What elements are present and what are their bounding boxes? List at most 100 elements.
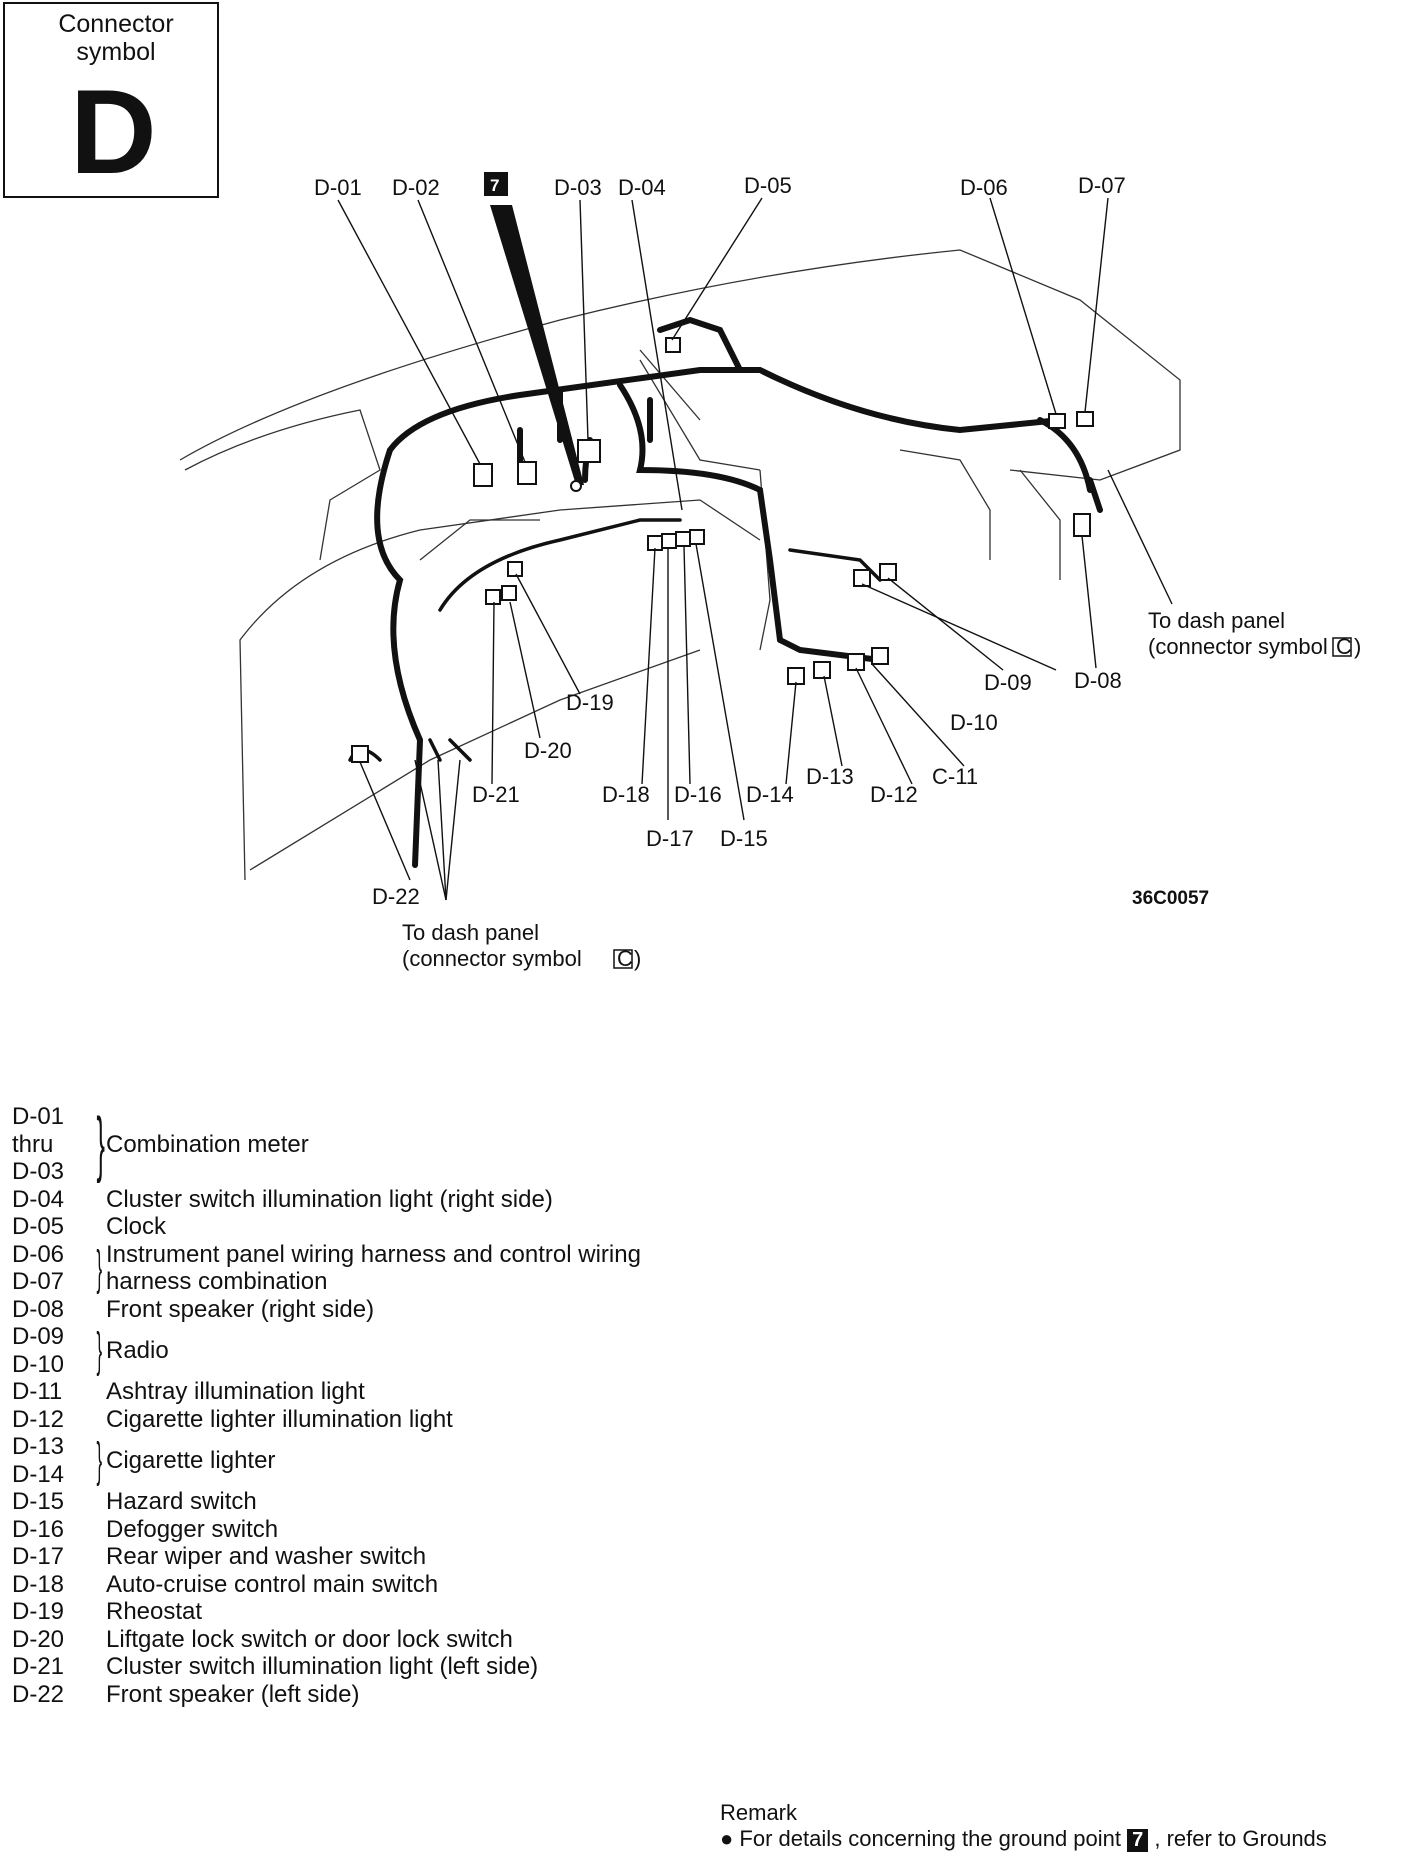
legend-code: D-04 xyxy=(12,1185,65,1213)
legend-row: D-05 Clock xyxy=(12,1213,641,1241)
label-d20: D-20 xyxy=(524,738,572,763)
legend-row: D-20 Liftgate lock switch or door lock sw… xyxy=(12,1626,641,1654)
legend-row: D-04 Cluster switch illumination light (r… xyxy=(12,1186,641,1214)
legend-description: Defogger switch xyxy=(106,1515,279,1543)
leader-lines xyxy=(337,197,1173,901)
legend-brace: } xyxy=(96,1241,103,1295)
connector-symbol-letter: D xyxy=(70,65,157,199)
ground-point-badge xyxy=(484,172,508,196)
label-d21: D-21 xyxy=(472,782,520,807)
legend-description: Cluster switch illumination light (left … xyxy=(106,1653,539,1680)
legend-row: D-21 Cluster switch illumination light (l… xyxy=(12,1653,641,1681)
label-d15: D-15 xyxy=(720,826,768,851)
legend-code: D-13 D-14 xyxy=(12,1433,65,1488)
legend-code: D-06 D-07 xyxy=(12,1240,65,1296)
legend-description: Liftgate lock switch or door lock switch xyxy=(106,1625,513,1653)
label-d18: D-18 xyxy=(602,782,650,807)
connector-symbol-title: Connector symbol xyxy=(58,10,174,66)
to-dash-panel-right-close: ) xyxy=(1354,634,1361,659)
label-d09: D-09 xyxy=(984,670,1032,695)
sub-harness xyxy=(348,518,882,762)
to-dash-panel-left-close: ) xyxy=(634,946,641,971)
legend-description: Auto-cruise control main switch xyxy=(106,1570,439,1598)
legend-row: D-06 D-07}Instrument panel wiring harnes… xyxy=(12,1241,641,1296)
label-d10: D-10 xyxy=(950,710,998,735)
to-dash-panel-right-line2: (connector symbol xyxy=(1148,634,1328,659)
legend-code: D-08 xyxy=(12,1295,65,1323)
remark-suffix: , refer to Grounds xyxy=(1154,1826,1327,1851)
to-dash-panel-left-line1: To dash panel xyxy=(402,920,539,945)
label-d16: D-16 xyxy=(674,782,722,807)
label-d22: D-22 xyxy=(372,884,420,909)
ground-point-number: 7 xyxy=(490,176,499,195)
legend-description: Instrument panel wiring harness and cont… xyxy=(106,1240,641,1296)
legend-brace: } xyxy=(96,1324,103,1377)
connector-symbol-box xyxy=(3,2,219,198)
wiring-harness-diagram: 7 xyxy=(179,172,1361,971)
legend-code: D-05 xyxy=(12,1213,65,1240)
legend-code: D-22 xyxy=(12,1680,65,1708)
ground-point-badge-inline: 7 xyxy=(1127,1829,1149,1852)
label-d14: D-14 xyxy=(746,782,794,807)
legend-code: D-17 xyxy=(12,1543,65,1570)
label-d19: D-19 xyxy=(566,690,614,715)
legend-description: Front speaker (left side) xyxy=(106,1680,360,1708)
to-dash-panel-left-symbol: C xyxy=(617,946,633,971)
legend-row: D-13 D-14}Cigarette lighter xyxy=(12,1433,641,1488)
label-d07: D-07 xyxy=(1078,173,1126,198)
legend-row: D-01 thru D-03}Combination meter xyxy=(12,1103,641,1186)
legend-code: D-16 xyxy=(12,1515,65,1543)
label-d17: D-17 xyxy=(646,826,694,851)
label-d08: D-08 xyxy=(1074,668,1122,693)
legend-code: D-01 thru D-03 xyxy=(12,1103,65,1185)
ground-strap xyxy=(490,205,584,485)
legend-code: D-18 xyxy=(12,1570,65,1598)
legend-code: D-19 xyxy=(12,1598,65,1625)
legend-code: D-09 D-10 xyxy=(12,1323,65,1378)
remark-title: Remark xyxy=(720,1800,798,1825)
remark-bullet: ● For details concerning the ground poin… xyxy=(720,1826,1327,1852)
label-d06: D-06 xyxy=(960,175,1008,200)
legend-description: Rear wiper and washer switch xyxy=(106,1543,427,1570)
remark-text: For details concerning the ground point xyxy=(739,1826,1121,1851)
figure-id: 36C0057 xyxy=(1132,888,1209,909)
legend-description: Rheostat xyxy=(106,1598,203,1625)
label-d13: D-13 xyxy=(806,764,854,789)
legend-row: D-17 Rear wiper and washer switch xyxy=(12,1543,641,1571)
legend-code: D-15 xyxy=(12,1488,65,1515)
legend-row: D-18 Auto-cruise control main switch xyxy=(12,1571,641,1599)
legend-row: D-11 Ashtray illumination light xyxy=(12,1378,641,1406)
legend-code: D-21 xyxy=(12,1653,65,1680)
legend-description: Cigarette lighter xyxy=(106,1446,276,1474)
legend-brace: } xyxy=(96,1434,103,1487)
legend-description: Combination meter xyxy=(106,1130,309,1158)
legend-description: Cluster switch illumination light (right… xyxy=(106,1185,553,1213)
label-d01: D-01 xyxy=(314,175,362,200)
label-d04: D-04 xyxy=(618,175,666,200)
to-dash-panel-right-symbol: C xyxy=(1336,634,1352,659)
legend-description: Cigarette lighter illumination light xyxy=(106,1405,453,1433)
to-dash-panel-right-line1: To dash panel xyxy=(1148,608,1285,633)
legend-row: D-16 Defogger switch xyxy=(12,1516,641,1544)
bullet-icon: ● xyxy=(720,1826,734,1851)
legend-row: D-09 D-10}Radio xyxy=(12,1323,641,1378)
to-dash-panel-left-line2: (connector symbol xyxy=(402,946,582,971)
legend-code: D-11 xyxy=(12,1378,63,1405)
label-d05: D-05 xyxy=(744,173,792,198)
legend-description: Clock xyxy=(106,1213,167,1240)
label-d12: D-12 xyxy=(870,782,918,807)
legend-row: D-19 Rheostat xyxy=(12,1598,641,1626)
legend-description: Ashtray illumination light xyxy=(106,1378,365,1405)
legend-row: D-22 Front speaker (left side) xyxy=(12,1681,641,1709)
label-c11: C-11 xyxy=(932,764,978,789)
legend-brace: } xyxy=(96,1104,105,1184)
legend-row: D-12 Cigarette lighter illumination light xyxy=(12,1406,641,1434)
dashboard-outline xyxy=(179,249,1181,881)
legend-code: D-20 xyxy=(12,1625,65,1653)
remark: Remark ● For details concerning the grou… xyxy=(720,1800,1327,1852)
legend-code: D-12 xyxy=(12,1405,65,1433)
label-d03: D-03 xyxy=(554,175,602,200)
